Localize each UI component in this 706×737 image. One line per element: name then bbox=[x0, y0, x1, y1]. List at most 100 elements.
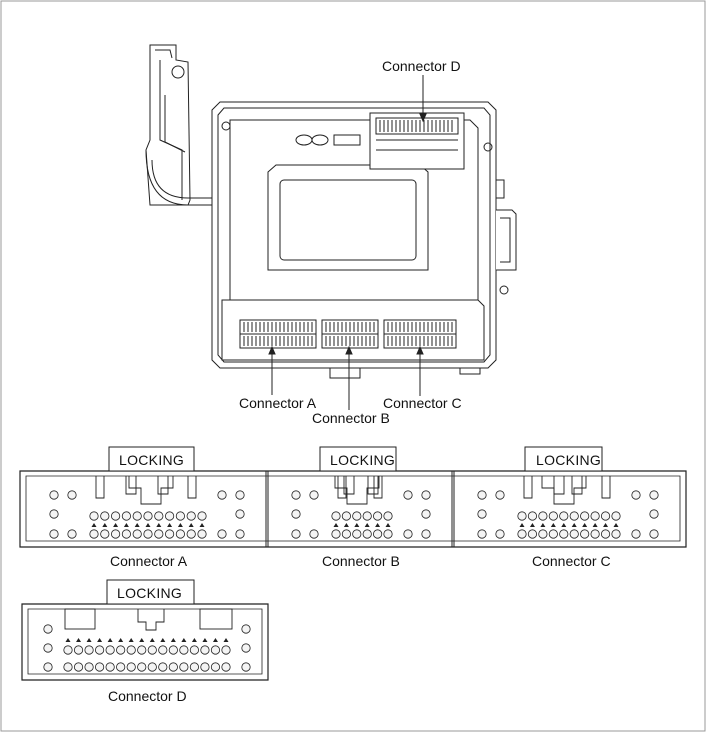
connector-a-callout: Connector A bbox=[239, 395, 317, 411]
a-pin bbox=[49, 490, 59, 500]
connector-d-label: Connector D bbox=[108, 688, 187, 704]
d-pin bbox=[147, 645, 157, 655]
latch-cavity bbox=[125, 476, 137, 495]
pin-key-mark bbox=[102, 523, 108, 527]
b-pin bbox=[309, 529, 319, 539]
d-pin bbox=[221, 645, 231, 655]
pin-key-mark bbox=[540, 523, 546, 527]
c-pin bbox=[649, 490, 659, 500]
d-pin bbox=[126, 662, 136, 672]
pin-key-mark bbox=[188, 523, 194, 527]
c-pin bbox=[600, 511, 611, 521]
a-pin bbox=[235, 509, 245, 519]
b-pin bbox=[421, 529, 431, 539]
pin-key-mark bbox=[519, 523, 525, 527]
c-pin bbox=[611, 529, 621, 539]
b-pin bbox=[309, 490, 319, 500]
connector-b-label: Connector B bbox=[322, 553, 400, 569]
c-pin bbox=[527, 529, 538, 539]
connector-a-label: Connector A bbox=[110, 553, 188, 569]
latch-cavity bbox=[367, 476, 379, 495]
pin-key-mark bbox=[160, 638, 166, 642]
pin-key-mark bbox=[191, 638, 197, 642]
pin-key-mark bbox=[354, 523, 360, 527]
a-pin bbox=[143, 511, 153, 521]
d-pin bbox=[63, 662, 73, 672]
b-pin bbox=[403, 490, 413, 500]
abc-housing bbox=[19, 470, 687, 548]
c-pin bbox=[548, 511, 558, 521]
pin-key-mark bbox=[333, 523, 339, 527]
c-pin bbox=[559, 529, 569, 539]
pin-key-mark bbox=[571, 523, 577, 527]
pin-key-mark bbox=[529, 523, 535, 527]
b-pin bbox=[352, 529, 362, 539]
c-pin bbox=[517, 511, 527, 521]
pin-key-mark bbox=[76, 638, 82, 642]
pin-key-mark bbox=[86, 638, 92, 642]
a-pin bbox=[111, 529, 121, 539]
a-pin bbox=[165, 511, 175, 521]
pin-key-mark bbox=[156, 523, 162, 527]
latch-cavity bbox=[571, 476, 583, 495]
pin-key-mark bbox=[561, 523, 567, 527]
b-pin bbox=[383, 511, 393, 521]
b-pin bbox=[421, 509, 431, 519]
d-cavity-right bbox=[199, 608, 233, 630]
key-channel bbox=[128, 476, 174, 505]
d-pin bbox=[241, 643, 251, 653]
c-pin bbox=[590, 529, 600, 539]
connector-d-locking-label: LOCKING bbox=[117, 585, 182, 601]
c-pin bbox=[649, 509, 659, 519]
connector-c-callout: Connector C bbox=[383, 395, 462, 411]
b-pin bbox=[331, 511, 341, 521]
d-pin bbox=[137, 662, 147, 672]
pin-key-mark bbox=[145, 523, 151, 527]
a-pin bbox=[175, 511, 185, 521]
b-pin bbox=[362, 511, 372, 521]
connector-b-locking-label: LOCKING bbox=[330, 452, 395, 468]
b-pin bbox=[291, 490, 301, 500]
c-pin bbox=[631, 490, 641, 500]
a-pin bbox=[132, 511, 142, 521]
pin-key-mark bbox=[202, 638, 208, 642]
a-pin bbox=[121, 529, 132, 539]
pin-key-mark bbox=[550, 523, 556, 527]
pin-key-mark bbox=[592, 523, 598, 527]
d-pin bbox=[210, 645, 221, 655]
guide-slot bbox=[523, 476, 533, 499]
b-pin bbox=[291, 529, 301, 539]
latch-cavity bbox=[553, 476, 565, 495]
c-pin bbox=[477, 490, 487, 500]
guide-slot bbox=[337, 476, 347, 499]
b-pin bbox=[341, 529, 351, 539]
d-pin bbox=[105, 662, 115, 672]
pin-key-mark bbox=[107, 638, 113, 642]
d-pin bbox=[43, 643, 53, 653]
connector-c-locking-label: LOCKING bbox=[536, 452, 601, 468]
pin-key-mark bbox=[199, 523, 205, 527]
c-pin bbox=[517, 529, 527, 539]
d-pin bbox=[241, 624, 251, 634]
pin-key-mark bbox=[167, 523, 173, 527]
module-illustration bbox=[145, 44, 517, 379]
d-key-channel bbox=[137, 609, 165, 631]
c-pin bbox=[548, 529, 558, 539]
pin-key-mark bbox=[181, 638, 187, 642]
d-pin bbox=[43, 662, 53, 672]
guide-slot bbox=[95, 476, 105, 499]
d-pin bbox=[221, 662, 231, 672]
d-pin bbox=[84, 662, 94, 672]
d-pin bbox=[158, 645, 168, 655]
a-pin bbox=[111, 511, 121, 521]
c-pin bbox=[477, 509, 487, 519]
a-pin bbox=[154, 511, 164, 521]
guide-slot bbox=[373, 476, 383, 499]
b-pin bbox=[341, 511, 351, 521]
c-pin bbox=[649, 529, 659, 539]
pin-key-mark bbox=[212, 638, 218, 642]
connector-d-callout: Connector D bbox=[382, 58, 461, 74]
c-pin bbox=[527, 511, 538, 521]
c-pin bbox=[477, 529, 487, 539]
